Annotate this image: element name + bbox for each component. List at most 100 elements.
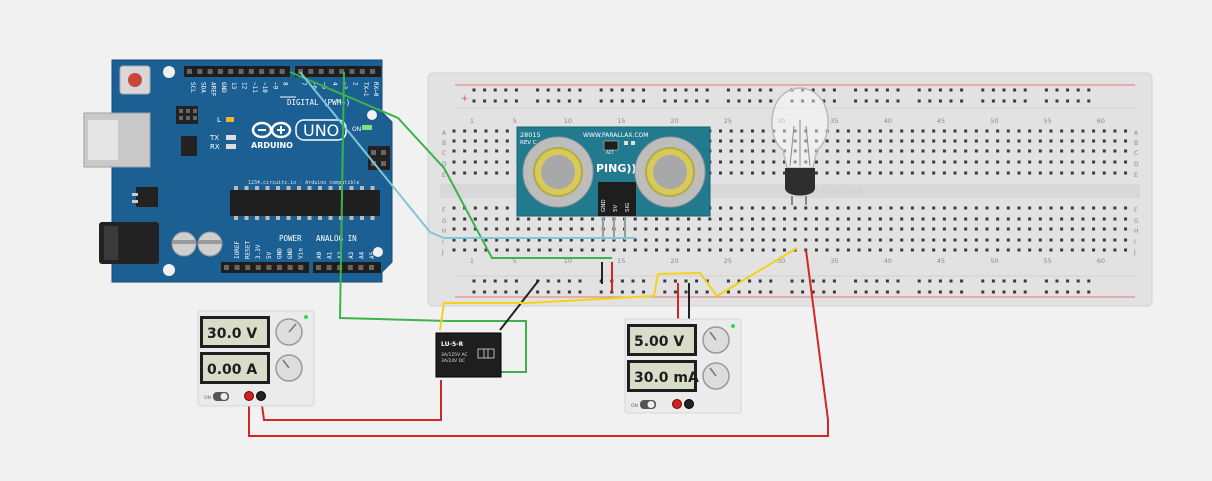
breadboard-hole[interactable] — [782, 139, 786, 143]
rail-hole[interactable] — [673, 88, 677, 92]
breadboard-hole[interactable] — [900, 238, 904, 242]
breadboard-hole[interactable] — [452, 206, 456, 210]
breadboard-hole[interactable] — [996, 238, 1000, 242]
breadboard-hole[interactable] — [1060, 171, 1064, 175]
breadboard-hole[interactable] — [868, 248, 872, 252]
relay[interactable]: LU-5-R 3A/125V AC 3A/24V DC — [435, 332, 502, 378]
header-pin[interactable] — [187, 69, 192, 74]
breadboard-hole[interactable] — [836, 160, 840, 164]
rail-hole[interactable] — [769, 290, 773, 294]
breadboard-hole[interactable] — [1038, 248, 1042, 252]
breadboard-hole[interactable] — [836, 206, 840, 210]
breadboard-hole[interactable] — [750, 248, 754, 252]
breadboard-hole[interactable] — [655, 248, 659, 252]
breadboard-hole[interactable] — [452, 227, 456, 231]
breadboard-hole[interactable] — [1060, 217, 1064, 221]
breadboard-hole[interactable] — [1060, 227, 1064, 231]
rail-hole[interactable] — [790, 290, 794, 294]
breadboard-hole[interactable] — [932, 227, 936, 231]
rail-hole[interactable] — [991, 279, 995, 283]
breadboard-hole[interactable] — [484, 227, 488, 231]
rail-hole[interactable] — [981, 88, 985, 92]
breadboard-hole[interactable] — [687, 227, 691, 231]
rail-hole[interactable] — [832, 99, 836, 103]
rail-hole[interactable] — [472, 290, 476, 294]
breadboard-hole[interactable] — [900, 206, 904, 210]
breadboard-hole[interactable] — [825, 160, 829, 164]
rail-hole[interactable] — [673, 99, 677, 103]
breadboard-hole[interactable] — [750, 149, 754, 153]
rail-hole[interactable] — [1066, 88, 1070, 92]
breadboard-hole[interactable] — [1113, 160, 1117, 164]
rail-hole[interactable] — [769, 99, 773, 103]
rail-hole[interactable] — [917, 88, 921, 92]
breadboard-hole[interactable] — [889, 160, 893, 164]
breadboard-hole[interactable] — [750, 171, 754, 175]
breadboard-hole[interactable] — [1017, 139, 1021, 143]
breadboard-hole[interactable] — [676, 227, 680, 231]
breadboard-hole[interactable] — [868, 217, 872, 221]
breadboard-hole[interactable] — [1038, 171, 1042, 175]
breadboard-hole[interactable] — [974, 149, 978, 153]
breadboard-hole[interactable] — [846, 139, 850, 143]
breadboard-hole[interactable] — [953, 206, 957, 210]
header-pin[interactable] — [318, 69, 324, 74]
breadboard-hole[interactable] — [772, 217, 776, 221]
breadboard-hole[interactable] — [857, 206, 861, 210]
rail-hole[interactable] — [864, 88, 868, 92]
breadboard-hole[interactable] — [985, 149, 989, 153]
header-pin[interactable] — [369, 265, 374, 270]
breadboard-hole[interactable] — [473, 149, 477, 153]
breadboard-hole[interactable] — [1124, 160, 1128, 164]
rail-hole[interactable] — [832, 290, 836, 294]
breadboard-hole[interactable] — [953, 149, 957, 153]
rail-hole[interactable] — [1013, 88, 1017, 92]
breadboard-hole[interactable] — [687, 217, 691, 221]
breadboard-hole[interactable] — [953, 238, 957, 242]
rail-hole[interactable] — [938, 88, 942, 92]
breadboard-hole[interactable] — [761, 206, 765, 210]
rail-hole[interactable] — [620, 279, 624, 283]
breadboard-hole[interactable] — [814, 217, 818, 221]
rail-hole[interactable] — [695, 290, 699, 294]
breadboard-hole[interactable] — [548, 217, 552, 221]
breadboard-hole[interactable] — [1092, 206, 1096, 210]
breadboard-hole[interactable] — [559, 227, 563, 231]
breadboard-hole[interactable] — [910, 171, 914, 175]
rail-hole[interactable] — [938, 279, 942, 283]
rail-hole[interactable] — [578, 279, 582, 283]
rail-hole[interactable] — [1055, 88, 1059, 92]
breadboard-hole[interactable] — [1038, 227, 1042, 231]
breadboard-hole[interactable] — [740, 217, 744, 221]
breadboard-hole[interactable] — [964, 227, 968, 231]
breadboard-hole[interactable] — [804, 248, 808, 252]
breadboard-hole[interactable] — [473, 139, 477, 143]
breadboard-hole[interactable] — [633, 217, 637, 221]
rail-hole[interactable] — [483, 279, 487, 283]
rail-hole[interactable] — [599, 88, 603, 92]
wire-red-supply[interactable] — [260, 380, 442, 421]
breadboard-hole[interactable] — [1006, 227, 1010, 231]
breadboard-hole[interactable] — [985, 248, 989, 252]
breadboard-hole[interactable] — [910, 149, 914, 153]
header-pin[interactable] — [207, 69, 213, 74]
rail-hole[interactable] — [1013, 99, 1017, 103]
breadboard-hole[interactable] — [1038, 149, 1042, 153]
breadboard-hole[interactable] — [729, 129, 733, 133]
breadboard-hole[interactable] — [740, 238, 744, 242]
breadboard-hole[interactable] — [985, 139, 989, 143]
breadboard-hole[interactable] — [1081, 149, 1085, 153]
rail-hole[interactable] — [875, 88, 879, 92]
breadboard-hole[interactable] — [527, 227, 531, 231]
breadboard-hole[interactable] — [1102, 217, 1106, 221]
breadboard-hole[interactable] — [473, 217, 477, 221]
rail-hole[interactable] — [1076, 88, 1080, 92]
breadboard-hole[interactable] — [473, 171, 477, 175]
breadboard-hole[interactable] — [793, 149, 797, 153]
psu-right-terminal-positive[interactable] — [672, 399, 682, 409]
breadboard-hole[interactable] — [569, 227, 573, 231]
breadboard-hole[interactable] — [1017, 149, 1021, 153]
rail-hole[interactable] — [567, 279, 571, 283]
breadboard-hole[interactable] — [750, 160, 754, 164]
breadboard-hole[interactable] — [868, 206, 872, 210]
